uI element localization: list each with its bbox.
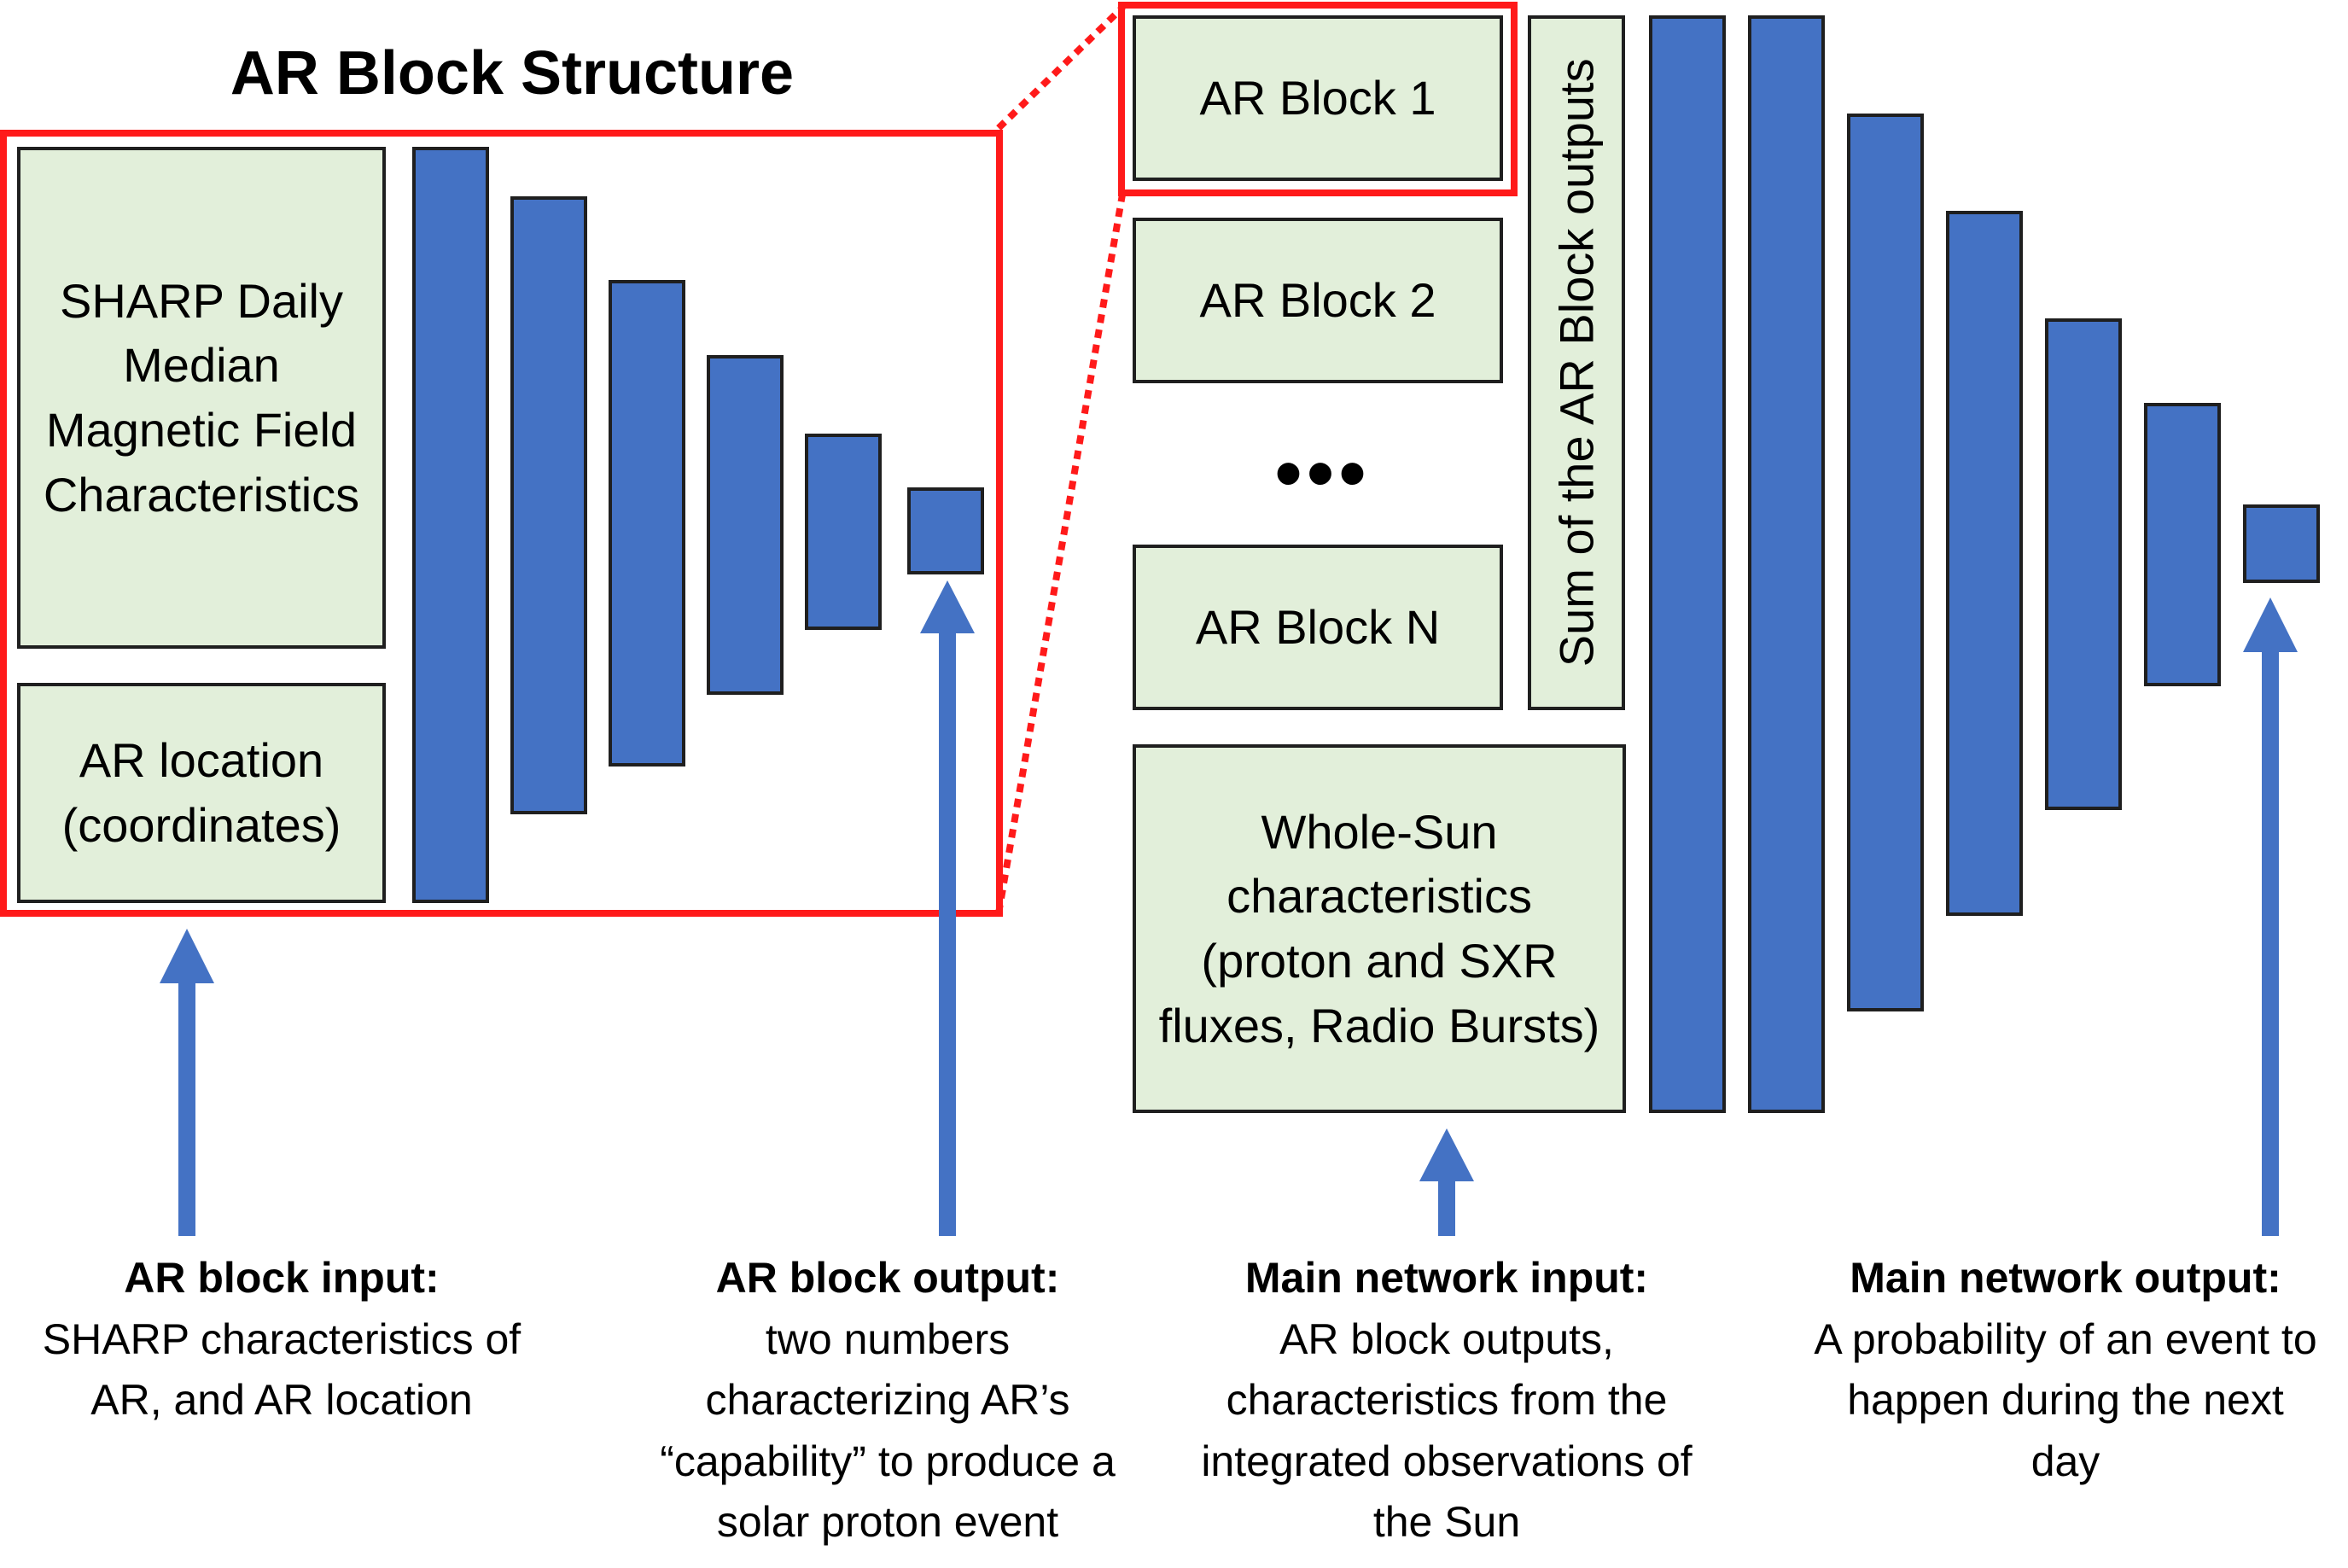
ar-location-box: AR location (coordinates) <box>17 683 386 903</box>
ellipsis: ••• <box>1274 431 1372 516</box>
ar-network-layer-4 <box>707 355 784 695</box>
whole-sun-label: Whole-Sun characteristics (proton and SX… <box>1158 804 1600 1052</box>
main-network-layer-3 <box>1847 114 1924 1011</box>
whole-sun-box: Whole-Sun characteristics (proton and SX… <box>1133 744 1626 1113</box>
ar-block-output-caption: AR block output: two numbers characteriz… <box>657 1248 1118 1553</box>
main-network-output-layer <box>2243 504 2320 583</box>
ar-network-layer-3 <box>609 280 685 767</box>
zoom-connector-line-lower <box>995 189 1127 914</box>
main-network-layer-6 <box>2144 403 2221 686</box>
ar-output-arrow <box>920 580 975 1236</box>
ar-block-1-highlight <box>1118 2 1518 196</box>
ar-input-arrow <box>160 929 214 1236</box>
main-input-arrow <box>1419 1128 1474 1236</box>
ar-network-output-layer <box>907 487 984 574</box>
ar-network-layer-1 <box>412 147 489 903</box>
main-network-layer-4 <box>1946 211 2023 916</box>
main-network-output-heading: Main network output: <box>1850 1254 2281 1302</box>
ar-location-label: AR location (coordinates) <box>61 733 341 852</box>
ar-network-layer-2 <box>510 196 587 814</box>
ar-block-structure-frame <box>0 130 1003 917</box>
ar-network-layer-5 <box>805 434 882 630</box>
ar-block-2-box: AR Block 2 <box>1133 218 1503 383</box>
ar-block-1-label: AR Block 1 <box>1199 71 1436 125</box>
ar-block-output-text: two numbers characterizing AR’s “capabil… <box>660 1314 1116 1547</box>
ar-block-n-label: AR Block N <box>1195 600 1441 655</box>
ar-block-input-caption: AR block input: SHARP characteristics of… <box>17 1248 546 1431</box>
diagram-title: AR Block Structure <box>230 39 795 108</box>
main-network-input-text: AR block outputs, characteristics from t… <box>1201 1314 1693 1547</box>
zoom-connector-line <box>996 4 1126 131</box>
main-network-input-caption: Main network input: AR block outputs, ch… <box>1191 1248 1703 1553</box>
ar-block-output-heading: AR block output: <box>715 1254 1060 1302</box>
main-network-layer-2 <box>1748 15 1825 1113</box>
ar-block-2-label: AR Block 2 <box>1199 273 1436 328</box>
sharp-characteristics-box: SHARP Daily Median Magnetic Field Charac… <box>17 147 386 649</box>
main-output-arrow <box>2243 597 2298 1236</box>
main-network-output-caption: Main network output: A probability of an… <box>1809 1248 2322 1492</box>
ar-block-input-heading: AR block input: <box>124 1254 440 1302</box>
main-network-output-text: A probability of an event to happen duri… <box>1814 1314 2317 1485</box>
sum-ar-outputs-box: Sum of the AR Block outputs <box>1528 15 1625 710</box>
ar-block-1-box: AR Block 1 <box>1133 15 1503 181</box>
ar-block-n-box: AR Block N <box>1133 545 1503 710</box>
main-network-layer-1 <box>1649 15 1726 1113</box>
ar-block-input-text: SHARP characteristics of AR, and AR loca… <box>42 1314 521 1425</box>
main-network-input-heading: Main network input: <box>1244 1254 1649 1302</box>
main-network-layer-5 <box>2045 318 2122 810</box>
sharp-characteristics-label: SHARP Daily Median Magnetic Field Charac… <box>43 273 360 522</box>
